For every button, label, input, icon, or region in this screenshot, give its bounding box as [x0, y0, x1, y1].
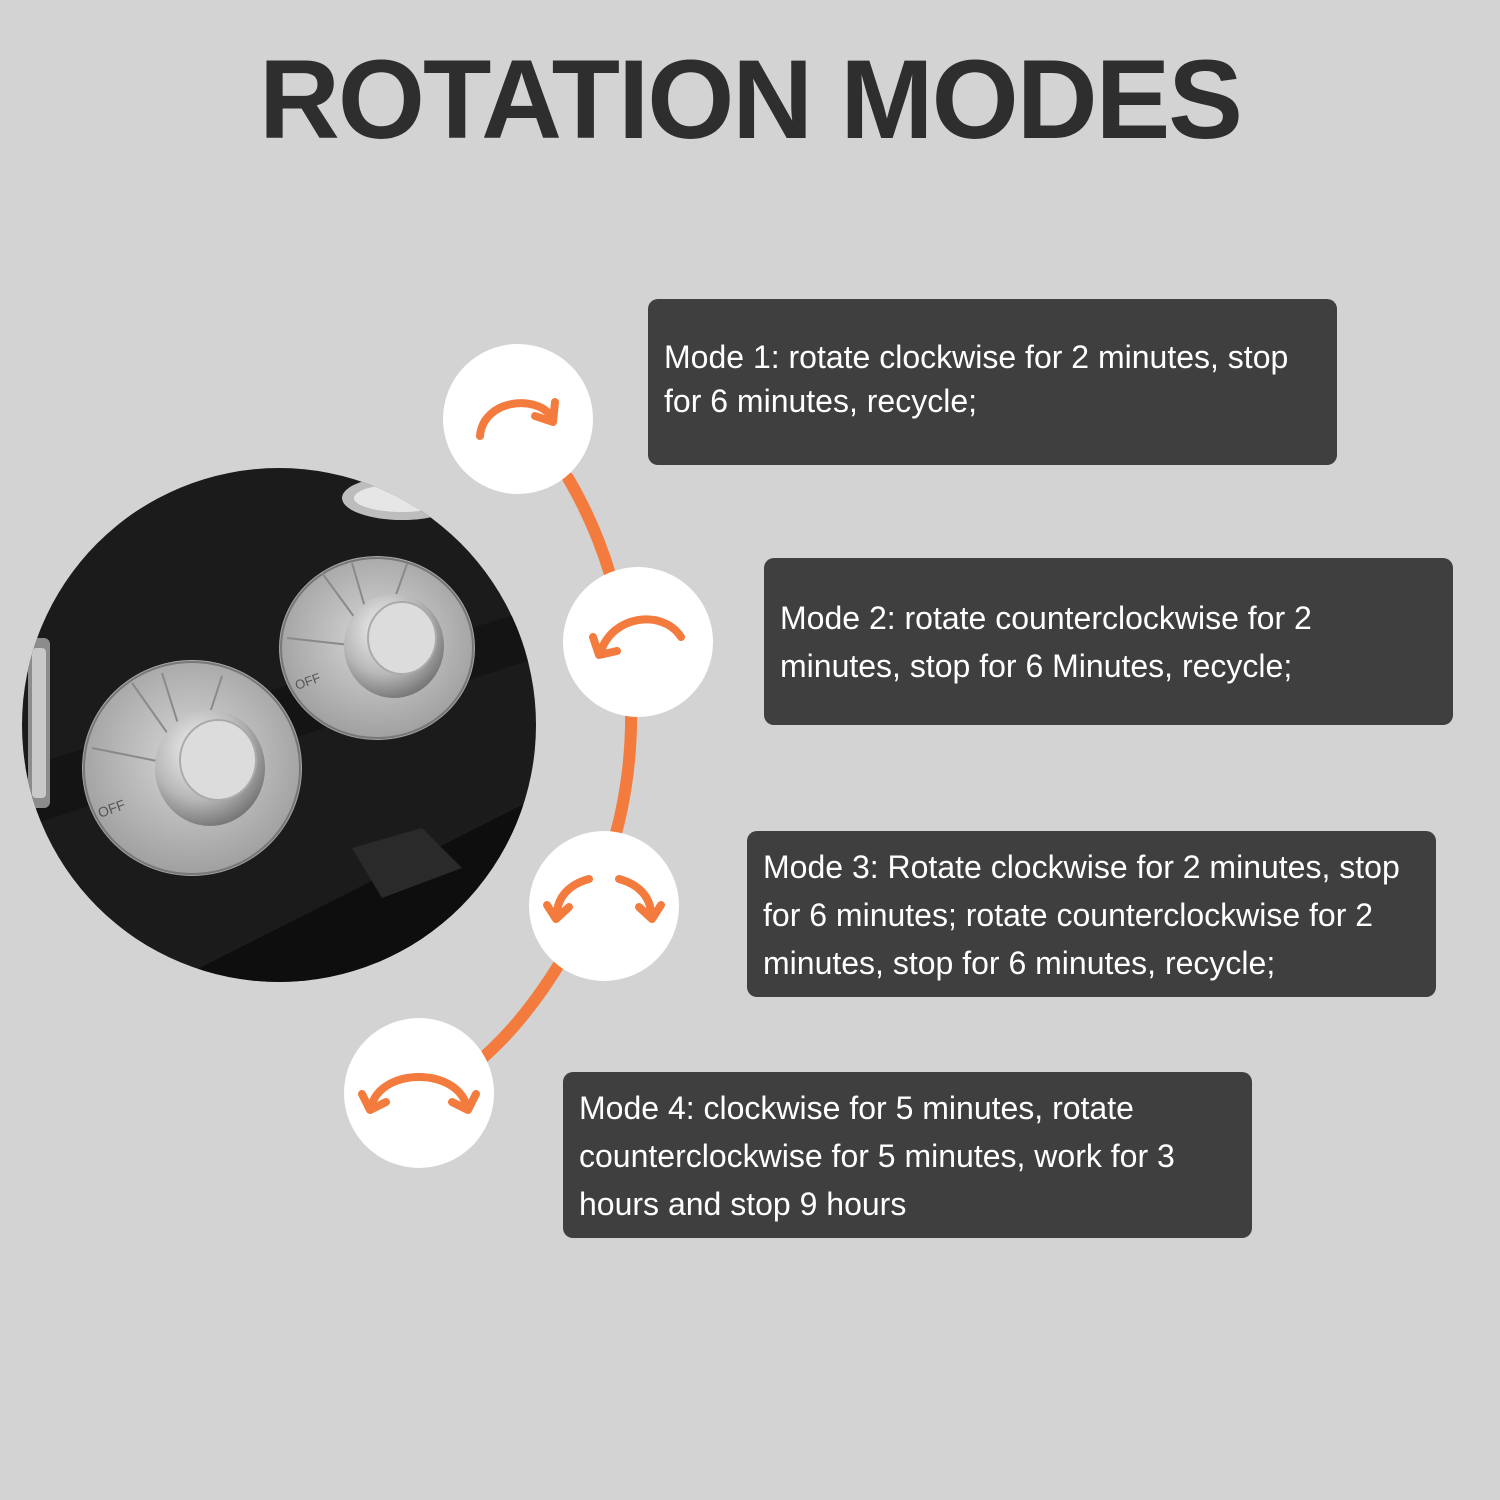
mode-1-icon-circle	[443, 344, 593, 494]
mode-2-description: Mode 2: rotate counterclockwise for 2 mi…	[764, 558, 1453, 725]
bidirectional-arrows-icon	[543, 875, 665, 923]
mode-4-description: Mode 4: clockwise for 5 minutes, rotate …	[563, 1072, 1252, 1238]
mode-2-text: Mode 2: rotate counterclockwise for 2 mi…	[780, 600, 1312, 684]
clockwise-arrow-icon	[476, 398, 559, 440]
mode-2-icon-circle	[563, 567, 713, 717]
mode-4-text: Mode 4: clockwise for 5 minutes, rotate …	[579, 1090, 1175, 1222]
mode-1-description: Mode 1: rotate clockwise for 2 minutes, …	[648, 299, 1337, 465]
mode-1-text: Mode 1: rotate clockwise for 2 minutes, …	[664, 339, 1289, 419]
mode-3-icon-circle	[529, 831, 679, 981]
mode-3-text: Mode 3: Rotate clockwise for 2 minutes, …	[763, 849, 1400, 981]
counterclockwise-arrow-icon	[589, 615, 685, 659]
mode-3-description: Mode 3: Rotate clockwise for 2 minutes, …	[747, 831, 1436, 997]
alternating-arrow-icon	[358, 1073, 480, 1114]
page-title: ROTATION MODES	[258, 37, 1243, 162]
mode-4-icon-circle	[344, 1018, 494, 1168]
product-photo: OFF OFF	[22, 468, 536, 982]
